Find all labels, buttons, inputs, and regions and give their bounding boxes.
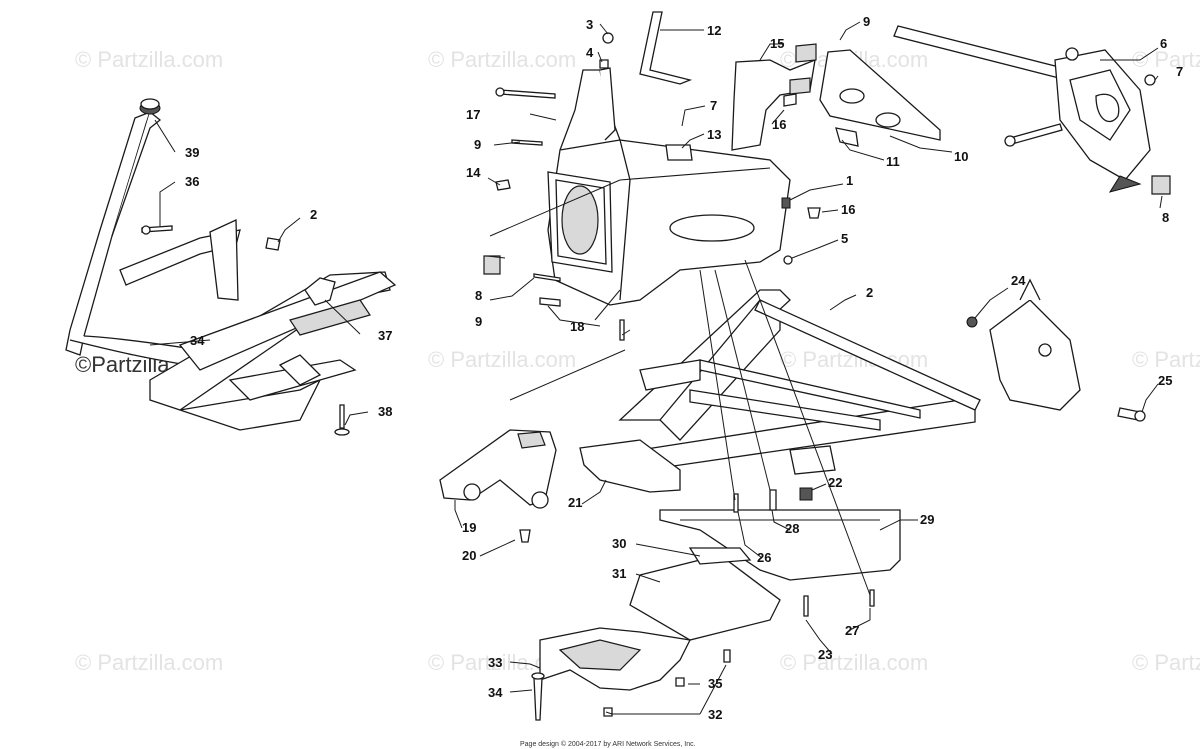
callout-2-center: 2 (866, 285, 873, 300)
callout-26-b: 27 (845, 623, 859, 638)
front-bumper-assembly (65, 98, 397, 436)
callout-31: 32 (708, 707, 722, 722)
watermark: © Partzilla.com (1132, 650, 1200, 675)
callout-2-left: 2 (310, 207, 317, 222)
mount-19 (439, 429, 557, 543)
callout-3: 3 (586, 17, 593, 32)
callout-22: 22 (828, 475, 842, 490)
callout-18: 18 (570, 319, 584, 334)
callout-30: 31 (612, 566, 626, 581)
callout-27: 28 (785, 521, 799, 536)
callout-8-left: 8 (475, 288, 482, 303)
callout-19: 19 (462, 520, 476, 535)
callout-24: 24 (1011, 273, 1026, 288)
callout-28: 29 (920, 512, 934, 527)
callout-7-right: 7 (1176, 64, 1183, 79)
footer-copyright: Page design © 2004-2017 by ARI Network S… (520, 740, 696, 748)
callout-32: 33 (488, 655, 502, 670)
side-bracket-24 (966, 278, 1146, 422)
watermark: © Partzilla.com (75, 650, 223, 675)
callout-7-center: 7 (710, 98, 717, 113)
callout-29: 30 (612, 536, 626, 551)
callout-5: 5 (841, 231, 848, 246)
watermark: © Partzilla.com (428, 47, 576, 72)
callout-17: 17 (466, 107, 480, 122)
callout-16-right: 16 (841, 202, 855, 217)
callout-9-c: 9 (863, 14, 870, 29)
callout-labels: 39 36 2 34 37 38 3 4 12 15 17 7 13 16 9 … (185, 14, 1183, 722)
callout-15: 15 (770, 36, 784, 51)
skid-plates (531, 547, 875, 721)
callout-9-a: 9 (474, 137, 481, 152)
callout-37: 36 (185, 174, 199, 189)
callout-26-a: 26 (757, 550, 771, 565)
watermark: © Partzilla.com (1132, 347, 1200, 372)
callout-35: 34 (190, 333, 205, 348)
callout-36: 39 (185, 145, 199, 160)
callout-25: 25 (1158, 373, 1172, 388)
callout-1: 1 (846, 173, 853, 188)
leader-lines (149, 21, 1163, 715)
watermark: © Partzilla.com (428, 347, 576, 372)
callout-39: 38 (378, 404, 392, 419)
watermark: © Partzilla.com (1132, 47, 1200, 72)
callout-11: 11 (886, 154, 900, 169)
callout-13: 13 (707, 127, 721, 142)
callout-4: 4 (586, 45, 594, 60)
callout-38: 37 (378, 328, 392, 343)
callout-34: 35 (708, 676, 722, 691)
harness-15 (731, 43, 817, 151)
watermark: © Partzilla.com (780, 650, 928, 675)
watermark: © Partzilla.com (75, 47, 223, 72)
callout-21: 21 (568, 495, 582, 510)
callout-12: 12 (707, 23, 721, 38)
callout-33: 34 (488, 685, 503, 700)
callout-10: 10 (954, 149, 968, 164)
callout-8-right: 8 (1162, 210, 1169, 225)
callout-16-top: 16 (772, 117, 786, 132)
callout-20: 20 (462, 548, 476, 563)
bracket-assembly-6 (1004, 47, 1171, 195)
front-nose-frame (483, 11, 821, 341)
callout-14: 14 (466, 165, 481, 180)
callout-9-b: 9 (475, 314, 482, 329)
callout-23: 23 (818, 647, 832, 662)
watermark-grid: © Partzilla.com © Partzilla.com © Partzi… (75, 47, 1200, 675)
main-frame (579, 289, 981, 581)
callout-6: 6 (1160, 36, 1167, 51)
